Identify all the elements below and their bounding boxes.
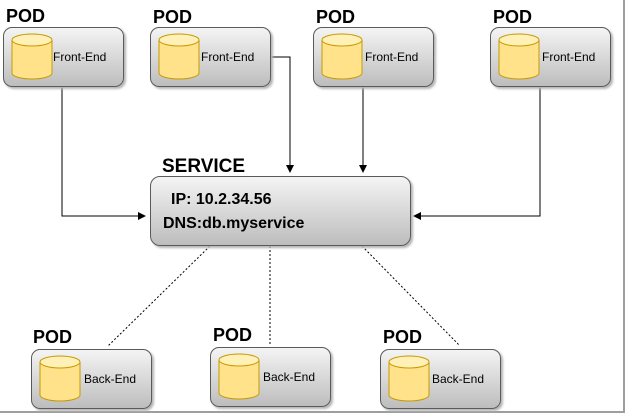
database-cylinder-icon: [39, 355, 81, 402]
frontend-label: Front-End: [542, 50, 596, 64]
arrow-frontend-4-to-service: [413, 87, 541, 220]
service-title: SERVICE: [162, 156, 246, 177]
database-cylinder-icon: [218, 353, 260, 400]
pod-title: POD: [316, 7, 356, 27]
pod-title: POD: [493, 7, 533, 27]
link-service-to-backend-1: [107, 245, 211, 347]
frontend-pod-2: Front-End: [150, 27, 271, 87]
frontend-label: Front-End: [53, 50, 107, 64]
arrow-frontend-2-to-service: [270, 56, 294, 173]
database-cylinder-icon: [11, 33, 53, 80]
link-service-to-backend-3: [361, 245, 461, 347]
backend-pod-1: Back-End: [31, 349, 152, 409]
database-cylinder-icon: [158, 33, 200, 80]
service-dns: DNS:db.myservice: [163, 215, 305, 232]
backend-label: Back-End: [432, 372, 485, 386]
database-cylinder-icon: [498, 33, 540, 80]
frontend-label: Front-End: [365, 50, 419, 64]
database-cylinder-icon: [388, 355, 430, 402]
database-cylinder-icon: [321, 33, 363, 80]
pod-title: POD: [213, 325, 253, 345]
arrow-frontend-1-to-service: [61, 87, 146, 220]
frontend-pod-3: Front-End: [313, 27, 434, 87]
frontend-pod-4: Front-End: [490, 27, 611, 87]
pod-title: POD: [153, 7, 193, 27]
frontend-label: Front-End: [201, 50, 255, 64]
pod-title: POD: [383, 327, 423, 347]
service-box: IP: 10.2.34.56 DNS:db.myservice: [150, 176, 411, 246]
pod-title: POD: [33, 327, 73, 347]
service-ip: IP: 10.2.34.56: [171, 191, 272, 208]
pod-title: POD: [6, 6, 46, 26]
backend-pod-3: Back-End: [380, 349, 501, 409]
backend-label: Back-End: [84, 372, 137, 386]
backend-pod-2: Back-End: [210, 347, 331, 407]
backend-label: Back-End: [263, 370, 316, 384]
frontend-pod-1: Front-End: [3, 27, 124, 87]
